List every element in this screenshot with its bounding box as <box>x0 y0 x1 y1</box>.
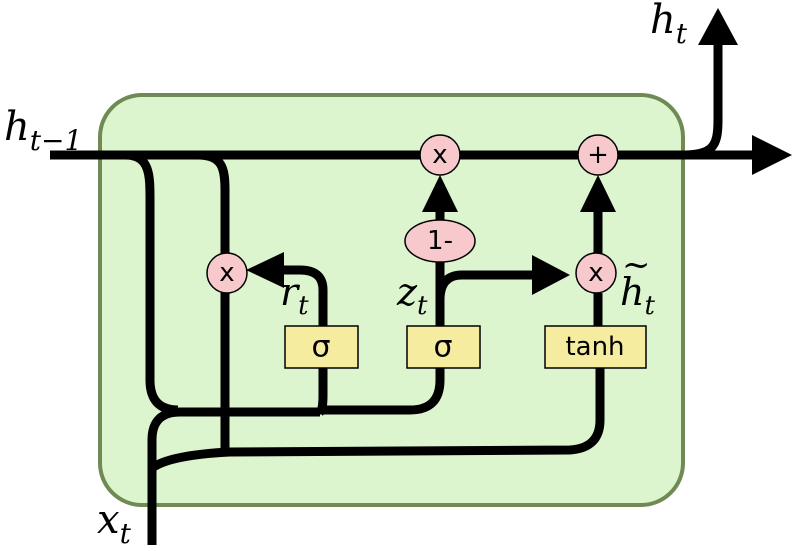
cell-body <box>98 93 685 507</box>
update-right-arrow <box>532 255 570 295</box>
svg-text:ht: ht <box>620 270 655 321</box>
gate-update-sigma: σ <box>406 325 481 369</box>
op-one-minus: 1- <box>404 219 476 263</box>
svg-text:1-: 1- <box>427 226 453 256</box>
op-add-output: + <box>577 134 619 176</box>
label-r-gate: rt <box>280 270 309 321</box>
svg-text:x: x <box>219 258 234 288</box>
label-z-gate: zt <box>396 270 428 321</box>
svg-text:x: x <box>588 258 603 288</box>
output-right-arrow <box>752 135 792 175</box>
arrowheads <box>246 8 792 295</box>
gate-candidate-tanh: tanh <box>544 325 647 369</box>
reset-left-arrow <box>246 252 284 288</box>
candidate-up-arrow <box>580 175 616 212</box>
svg-text:+: + <box>587 140 609 170</box>
label-h-prev: ht−1 <box>4 104 82 157</box>
op-mul-update: x <box>419 134 461 176</box>
output-up-arrow <box>698 8 738 45</box>
update-input-line <box>320 368 445 415</box>
svg-text:σ: σ <box>433 330 452 365</box>
op-mul-candidate: x <box>575 252 617 294</box>
update-gate-right-line <box>435 270 540 301</box>
reset-input-line <box>316 368 328 416</box>
reset-gate-line <box>262 265 328 326</box>
svg-text:x: x <box>432 140 447 170</box>
hidden-feed-line <box>124 150 179 415</box>
candidate-input-line <box>149 368 605 472</box>
reset-hidden-line <box>197 150 230 255</box>
label-h-candidate: ~ ht <box>620 245 655 321</box>
label-h-out: ht <box>650 0 688 50</box>
svg-text:~: ~ <box>622 245 651 285</box>
svg-text:tanh: tanh <box>565 332 624 362</box>
wires <box>50 42 755 545</box>
label-x-in: xt <box>97 497 132 550</box>
svg-text:σ: σ <box>311 330 330 365</box>
op-mul-reset: x <box>206 252 248 294</box>
one-minus-up-arrow <box>422 175 458 212</box>
gate-reset-sigma: σ <box>284 325 359 369</box>
input-line <box>147 407 320 545</box>
output-branch <box>679 42 723 160</box>
